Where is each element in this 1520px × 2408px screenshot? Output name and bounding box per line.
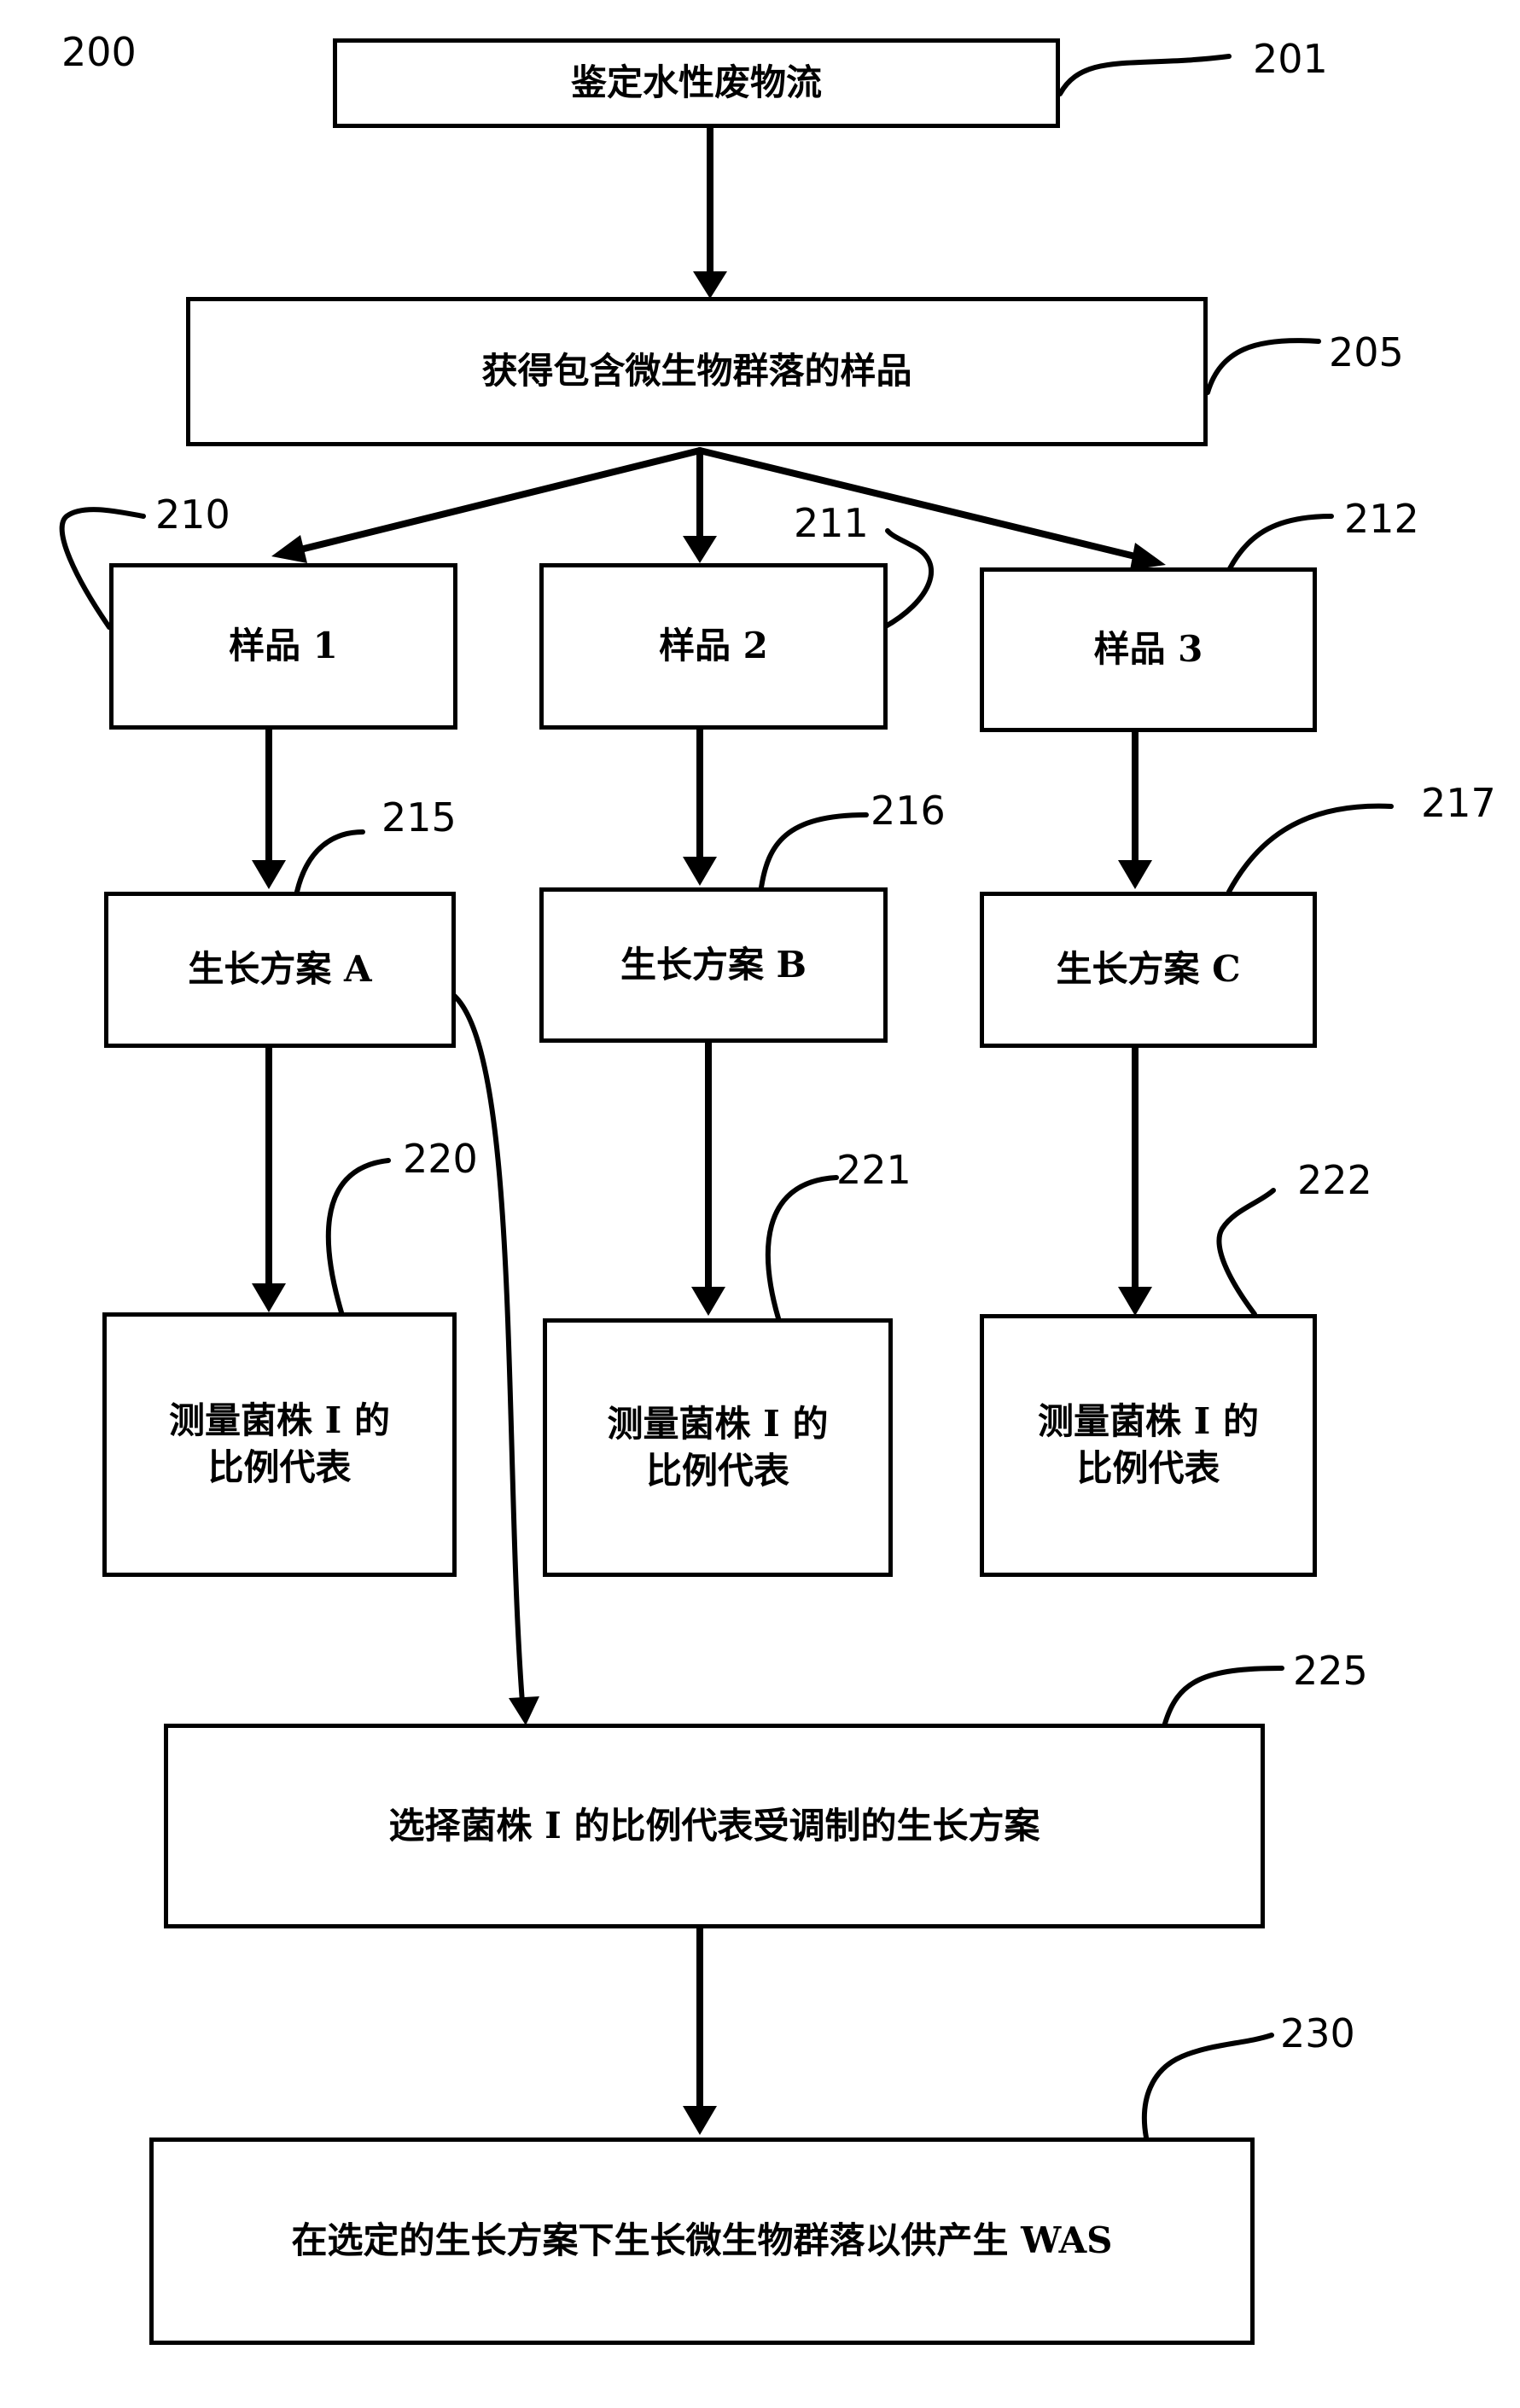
growth-a-box: 生长方案 A	[104, 892, 456, 1048]
ref-205: 205	[1329, 329, 1404, 375]
ref-216: 216	[871, 788, 946, 834]
ref-220: 220	[403, 1136, 478, 1182]
leader-215	[294, 829, 365, 894]
growth-c-text: 生长方案 C	[1056, 948, 1241, 991]
step-identify-text: 鉴定水性废物流	[570, 61, 822, 104]
ref-211: 211	[794, 500, 869, 546]
measure-1-line1: 测量菌株 I 的	[169, 1399, 390, 1442]
ref-210: 210	[155, 491, 230, 538]
ref-222: 222	[1297, 1157, 1372, 1203]
sample-1-text: 样品 1	[229, 625, 338, 667]
ref-201: 201	[1253, 36, 1328, 82]
growth-b-text: 生长方案 B	[620, 943, 807, 986]
figure-number: 200	[61, 29, 137, 75]
leader-201	[1057, 54, 1232, 96]
step-grow-text: 在选定的生长方案下生长微生物群落以供产生 WAS	[291, 2219, 1113, 2262]
leader-217	[1226, 803, 1394, 894]
ref-212: 212	[1344, 496, 1419, 542]
arrowhead-icon	[271, 535, 307, 563]
arrowhead-icon	[1130, 543, 1166, 570]
leader-225	[1162, 1666, 1284, 1726]
step-select-box: 选择菌株 I 的比例代表受调制的生长方案	[164, 1724, 1265, 1928]
growth-a-text: 生长方案 A	[188, 948, 372, 991]
arrowhead-icon	[683, 857, 717, 886]
leader-211	[882, 528, 935, 630]
arrow-growthA-to-select	[450, 992, 525, 1705]
step-grow-box: 在选定的生长方案下生长微生物群落以供产生 WAS	[149, 2138, 1255, 2345]
measure-2-line1: 测量菌株 I 的	[607, 1402, 829, 1445]
arrow-obtain-to-sample3	[696, 447, 1139, 560]
measure-3-line1: 测量菌株 I 的	[1038, 1400, 1259, 1443]
sample-2-box: 样品 2	[539, 563, 888, 730]
ref-217: 217	[1421, 780, 1496, 826]
leader-220	[325, 1158, 391, 1315]
measure-1-line2: 比例代表	[207, 1446, 352, 1488]
sample-3-text: 样品 3	[1093, 628, 1203, 671]
arrowhead-icon	[1118, 860, 1152, 889]
sample-1-box: 样品 1	[109, 563, 457, 730]
ref-230: 230	[1280, 2010, 1355, 2056]
step-select-text: 选择菌株 I 的比例代表受调制的生长方案	[388, 1804, 1040, 1847]
leader-230	[1141, 2033, 1274, 2140]
leader-221	[765, 1175, 839, 1321]
leader-210	[59, 507, 146, 630]
ref-215: 215	[381, 794, 457, 840]
growth-b-box: 生长方案 B	[539, 887, 888, 1043]
step-identify-box: 鉴定水性废物流	[333, 38, 1060, 128]
measure-2-line2: 比例代表	[645, 1449, 789, 1492]
leader-212	[1226, 514, 1334, 573]
sample-2-text: 样品 2	[659, 625, 768, 667]
step-obtain-box: 获得包含微生物群落的样品	[186, 297, 1208, 446]
arrowhead-icon	[683, 2106, 717, 2135]
arrowhead-icon	[683, 536, 717, 563]
measure-2-box: 测量菌株 I 的 比例代表	[543, 1318, 893, 1577]
arrowhead-icon	[509, 1696, 539, 1725]
arrowhead-icon	[252, 1283, 286, 1312]
leader-205	[1205, 338, 1321, 395]
arrowhead-icon	[252, 860, 286, 889]
ref-221: 221	[836, 1147, 911, 1193]
measure-3-line2: 比例代表	[1076, 1447, 1220, 1489]
measure-3-box: 测量菌株 I 的 比例代表	[980, 1314, 1317, 1577]
arrowhead-icon	[691, 1287, 725, 1316]
arrowhead-icon	[693, 271, 727, 299]
measure-1-box: 测量菌株 I 的 比例代表	[102, 1312, 457, 1577]
step-obtain-text: 获得包含微生物群落的样品	[481, 350, 912, 393]
arrow-obtain-to-sample1	[294, 447, 703, 554]
leader-216	[759, 812, 869, 890]
sample-3-box: 样品 3	[980, 567, 1317, 732]
arrowhead-icon	[1118, 1287, 1152, 1316]
leader-222	[1216, 1188, 1276, 1317]
growth-c-box: 生长方案 C	[980, 892, 1317, 1048]
ref-225: 225	[1293, 1648, 1368, 1694]
